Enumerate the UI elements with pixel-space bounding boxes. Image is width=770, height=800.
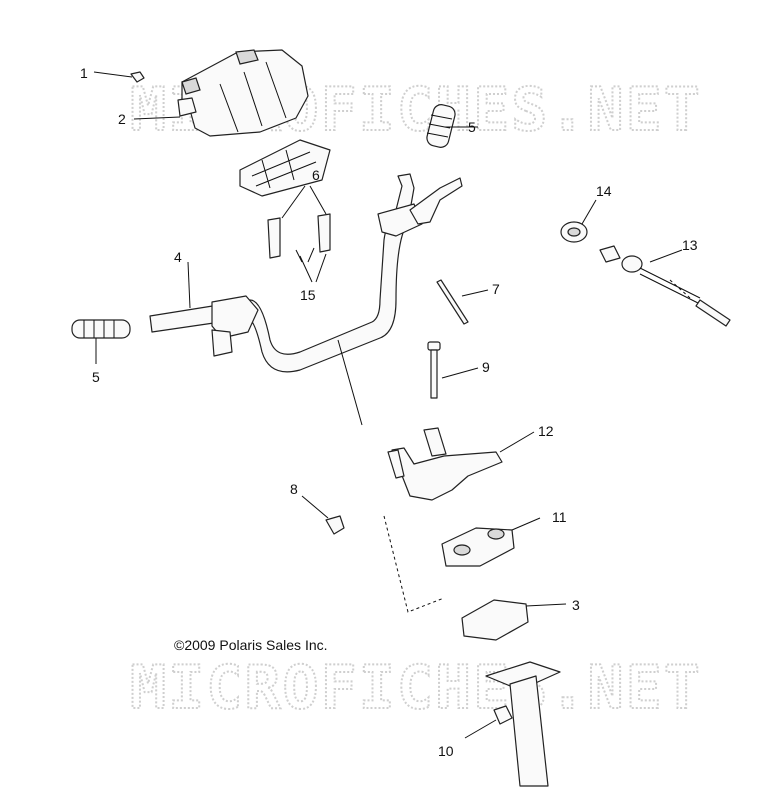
callout-1: 1: [80, 65, 88, 81]
part-handlebar: [149, 173, 463, 426]
part-lower-clamp: [461, 599, 567, 641]
part-steering-post: [464, 661, 561, 787]
part-switch-block: [239, 139, 331, 197]
part-clamp-plates: [267, 185, 331, 259]
callout-5-top: 5: [468, 119, 476, 135]
callout-4: 4: [174, 249, 182, 265]
part-grip-left: [71, 319, 131, 364]
part-bolt: [427, 341, 479, 399]
part-grip-right: [426, 104, 478, 148]
callout-14: 14: [596, 183, 612, 199]
callout-2: 2: [118, 111, 126, 127]
part-rod: [436, 279, 489, 325]
callout-6: 6: [312, 167, 320, 183]
part-push-rivet: [93, 71, 145, 83]
callout-11: 11: [552, 509, 567, 525]
part-throttle-cable: [599, 245, 731, 327]
callout-12: 12: [538, 423, 554, 439]
alignment-line: [383, 515, 445, 613]
part-handlebar-cover: [133, 49, 309, 137]
part-nut: [560, 199, 597, 243]
part-upper-clamp: [441, 517, 541, 567]
watermark-bottom: MICROFICHES.NET: [130, 653, 702, 723]
part-clamp-pins: [295, 247, 327, 283]
callout-7: 7: [492, 281, 500, 297]
callout-8: 8: [290, 481, 298, 497]
callout-9: 9: [482, 359, 490, 375]
part-screw: [301, 495, 345, 535]
callout-10: 10: [438, 743, 454, 759]
copyright-text: ©2009 Polaris Sales Inc.: [174, 637, 328, 653]
callout-5-left: 5: [92, 369, 100, 385]
callout-3: 3: [572, 597, 580, 613]
callout-13: 13: [682, 237, 698, 253]
part-mounting-bracket: [387, 427, 535, 501]
callout-15: 15: [300, 287, 316, 303]
